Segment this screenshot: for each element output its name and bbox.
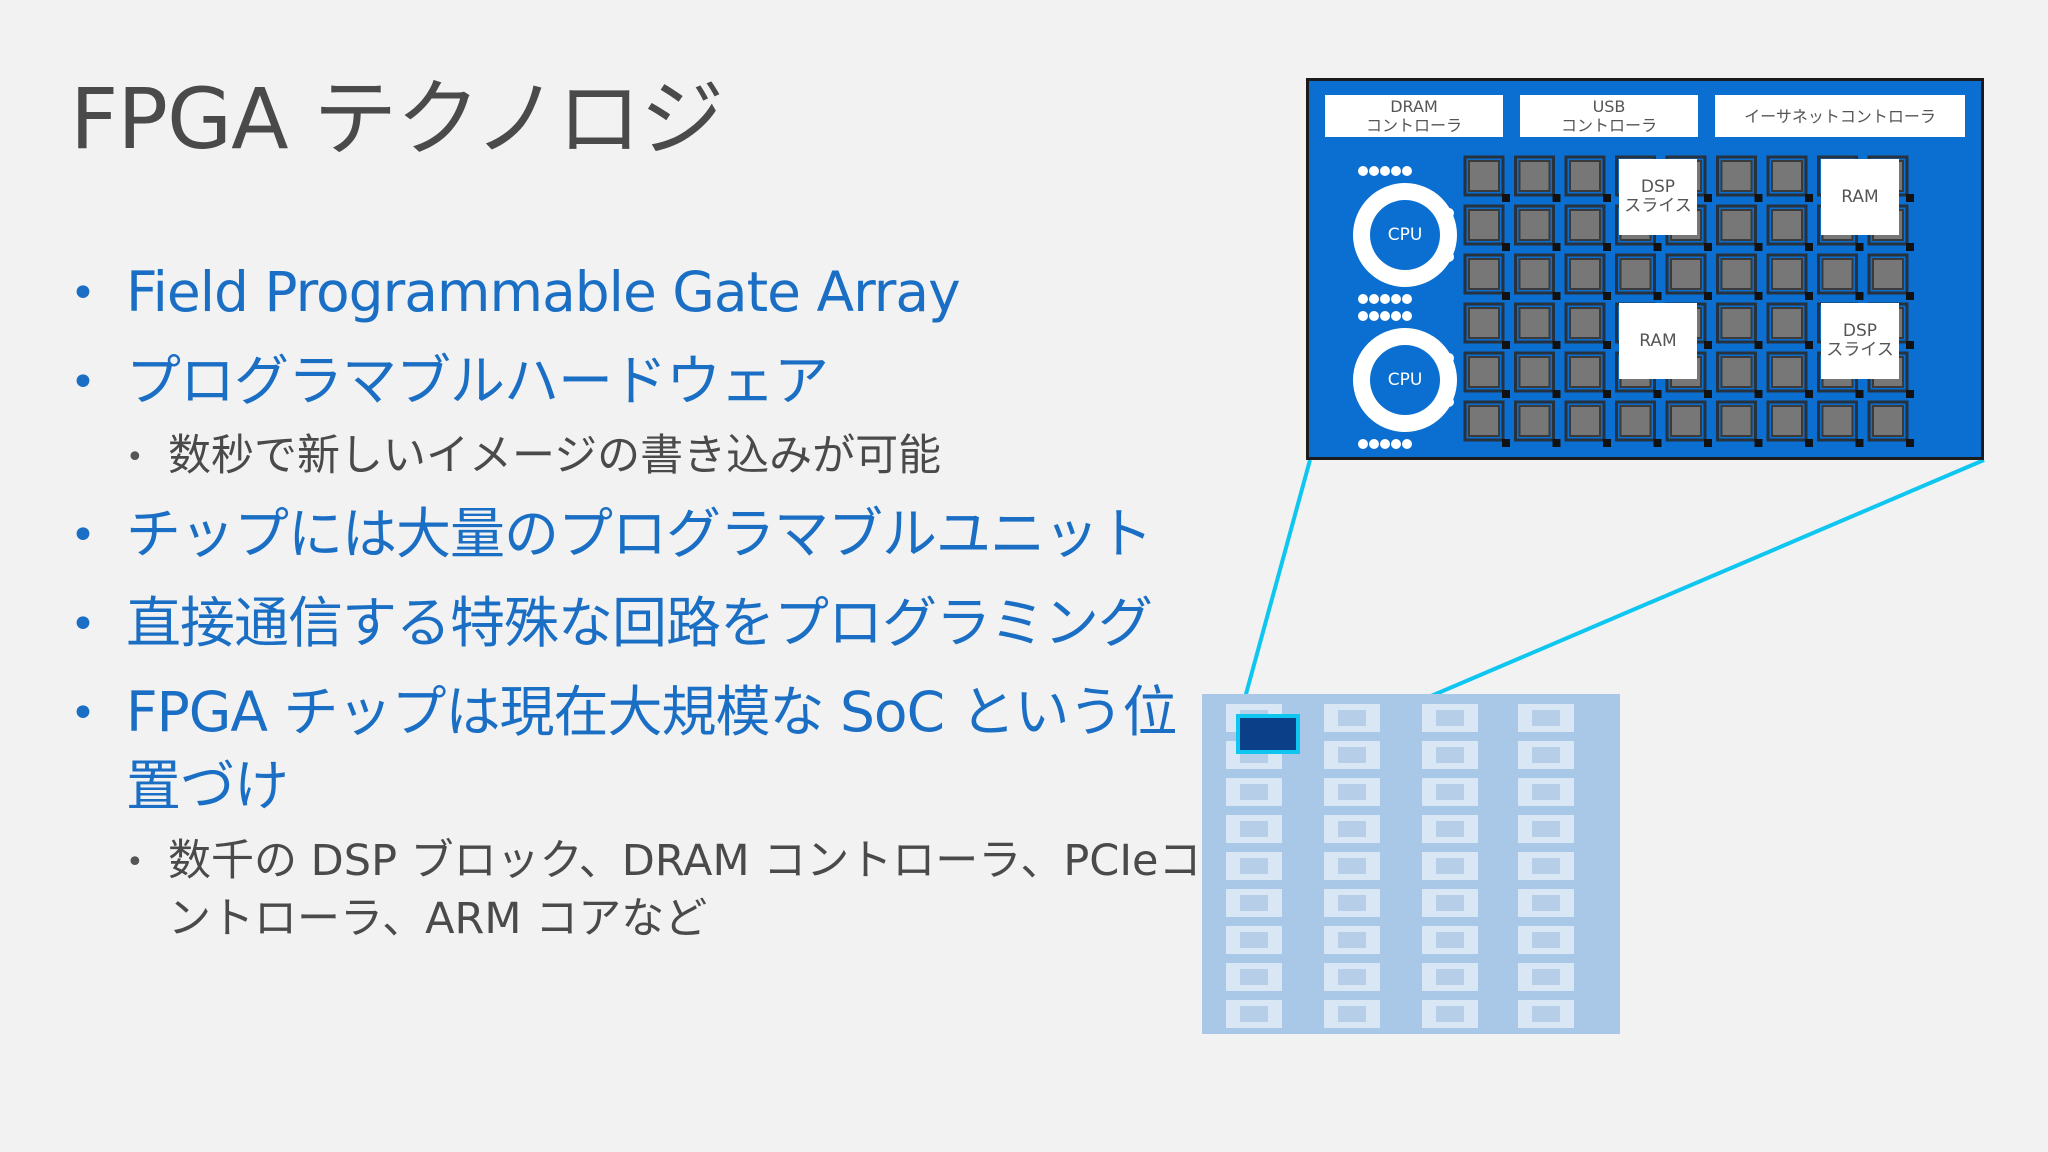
bullet-dot: • — [70, 599, 96, 650]
cpu-1: CPU — [1353, 183, 1457, 287]
usb-controller: USB コントローラ — [1520, 95, 1698, 137]
logic-cell-grid — [1463, 155, 1914, 447]
bullet-dot: • — [70, 268, 96, 319]
sub-bullet-text: 数千の DSP ブロック、DRAM コントローラ、PCIeコントローラ、ARM … — [168, 836, 1202, 944]
sub-bullet-dot: • — [126, 845, 144, 880]
bullet-soc: • FPGA チップは現在大規模な SoC という位置づけ — [70, 675, 1186, 823]
sub-bullet-image-write: • 数秒で新しいイメージの書き込みが可能 — [70, 427, 1240, 485]
bullet-dot: • — [70, 357, 96, 408]
bullet-text: Field Programmable Gate Array — [126, 260, 961, 324]
sub-bullet-text: 数秒で新しいイメージの書き込みが可能 — [168, 431, 942, 481]
dram-controller: DRAM コントローラ — [1325, 95, 1503, 137]
fabric-pattern — [1226, 704, 1574, 1028]
bullet-fpga-definition: • Field Programmable Gate Array — [70, 255, 1240, 329]
ram-block-1: RAM — [1821, 159, 1899, 235]
bullet-special-circuits: • 直接通信する特殊な回路をプログラミング — [70, 586, 1240, 660]
ethernet-controller: イーサネットコントローラ — [1715, 95, 1965, 137]
sub-bullet-soc-components: • 数千の DSP ブロック、DRAM コントローラ、PCIeコントローラ、AR… — [70, 832, 1228, 948]
bullet-programmable-units: • チップには大量のプログラマブルユニット — [70, 497, 1240, 571]
bullet-list: • Field Programmable Gate Array • プログラマブ… — [70, 255, 1240, 960]
cpu-2-label: CPU — [1370, 345, 1440, 415]
zoom-highlight-box — [1236, 714, 1300, 754]
fpga-chip-diagram: DRAM コントローラ USB コントローラ イーサネットコントローラ CPU … — [1306, 78, 1984, 460]
bullet-text: チップには大量のプログラマブルユニット — [126, 502, 1153, 566]
bullet-text: プログラマブルハードウェア — [126, 349, 829, 413]
dsp-slice-block-2: DSP スライス — [1821, 303, 1899, 379]
dsp-slice-block-1: DSP スライス — [1619, 159, 1697, 235]
ram-block-2: RAM — [1619, 303, 1697, 379]
bullet-text: 直接通信する特殊な回路をプログラミング — [126, 591, 1153, 655]
bullet-dot: • — [70, 510, 96, 561]
bullet-dot: • — [70, 688, 96, 739]
cpu-2: CPU — [1353, 328, 1457, 432]
slide-title: FPGA テクノロジ — [70, 70, 724, 168]
cpu-1-label: CPU — [1370, 200, 1440, 270]
sub-bullet-dot: • — [126, 440, 144, 475]
bullet-programmable-hardware: • プログラマブルハードウェア — [70, 344, 1240, 418]
bullet-text: FPGA チップは現在大規模な SoC という位置づけ — [126, 680, 1177, 818]
